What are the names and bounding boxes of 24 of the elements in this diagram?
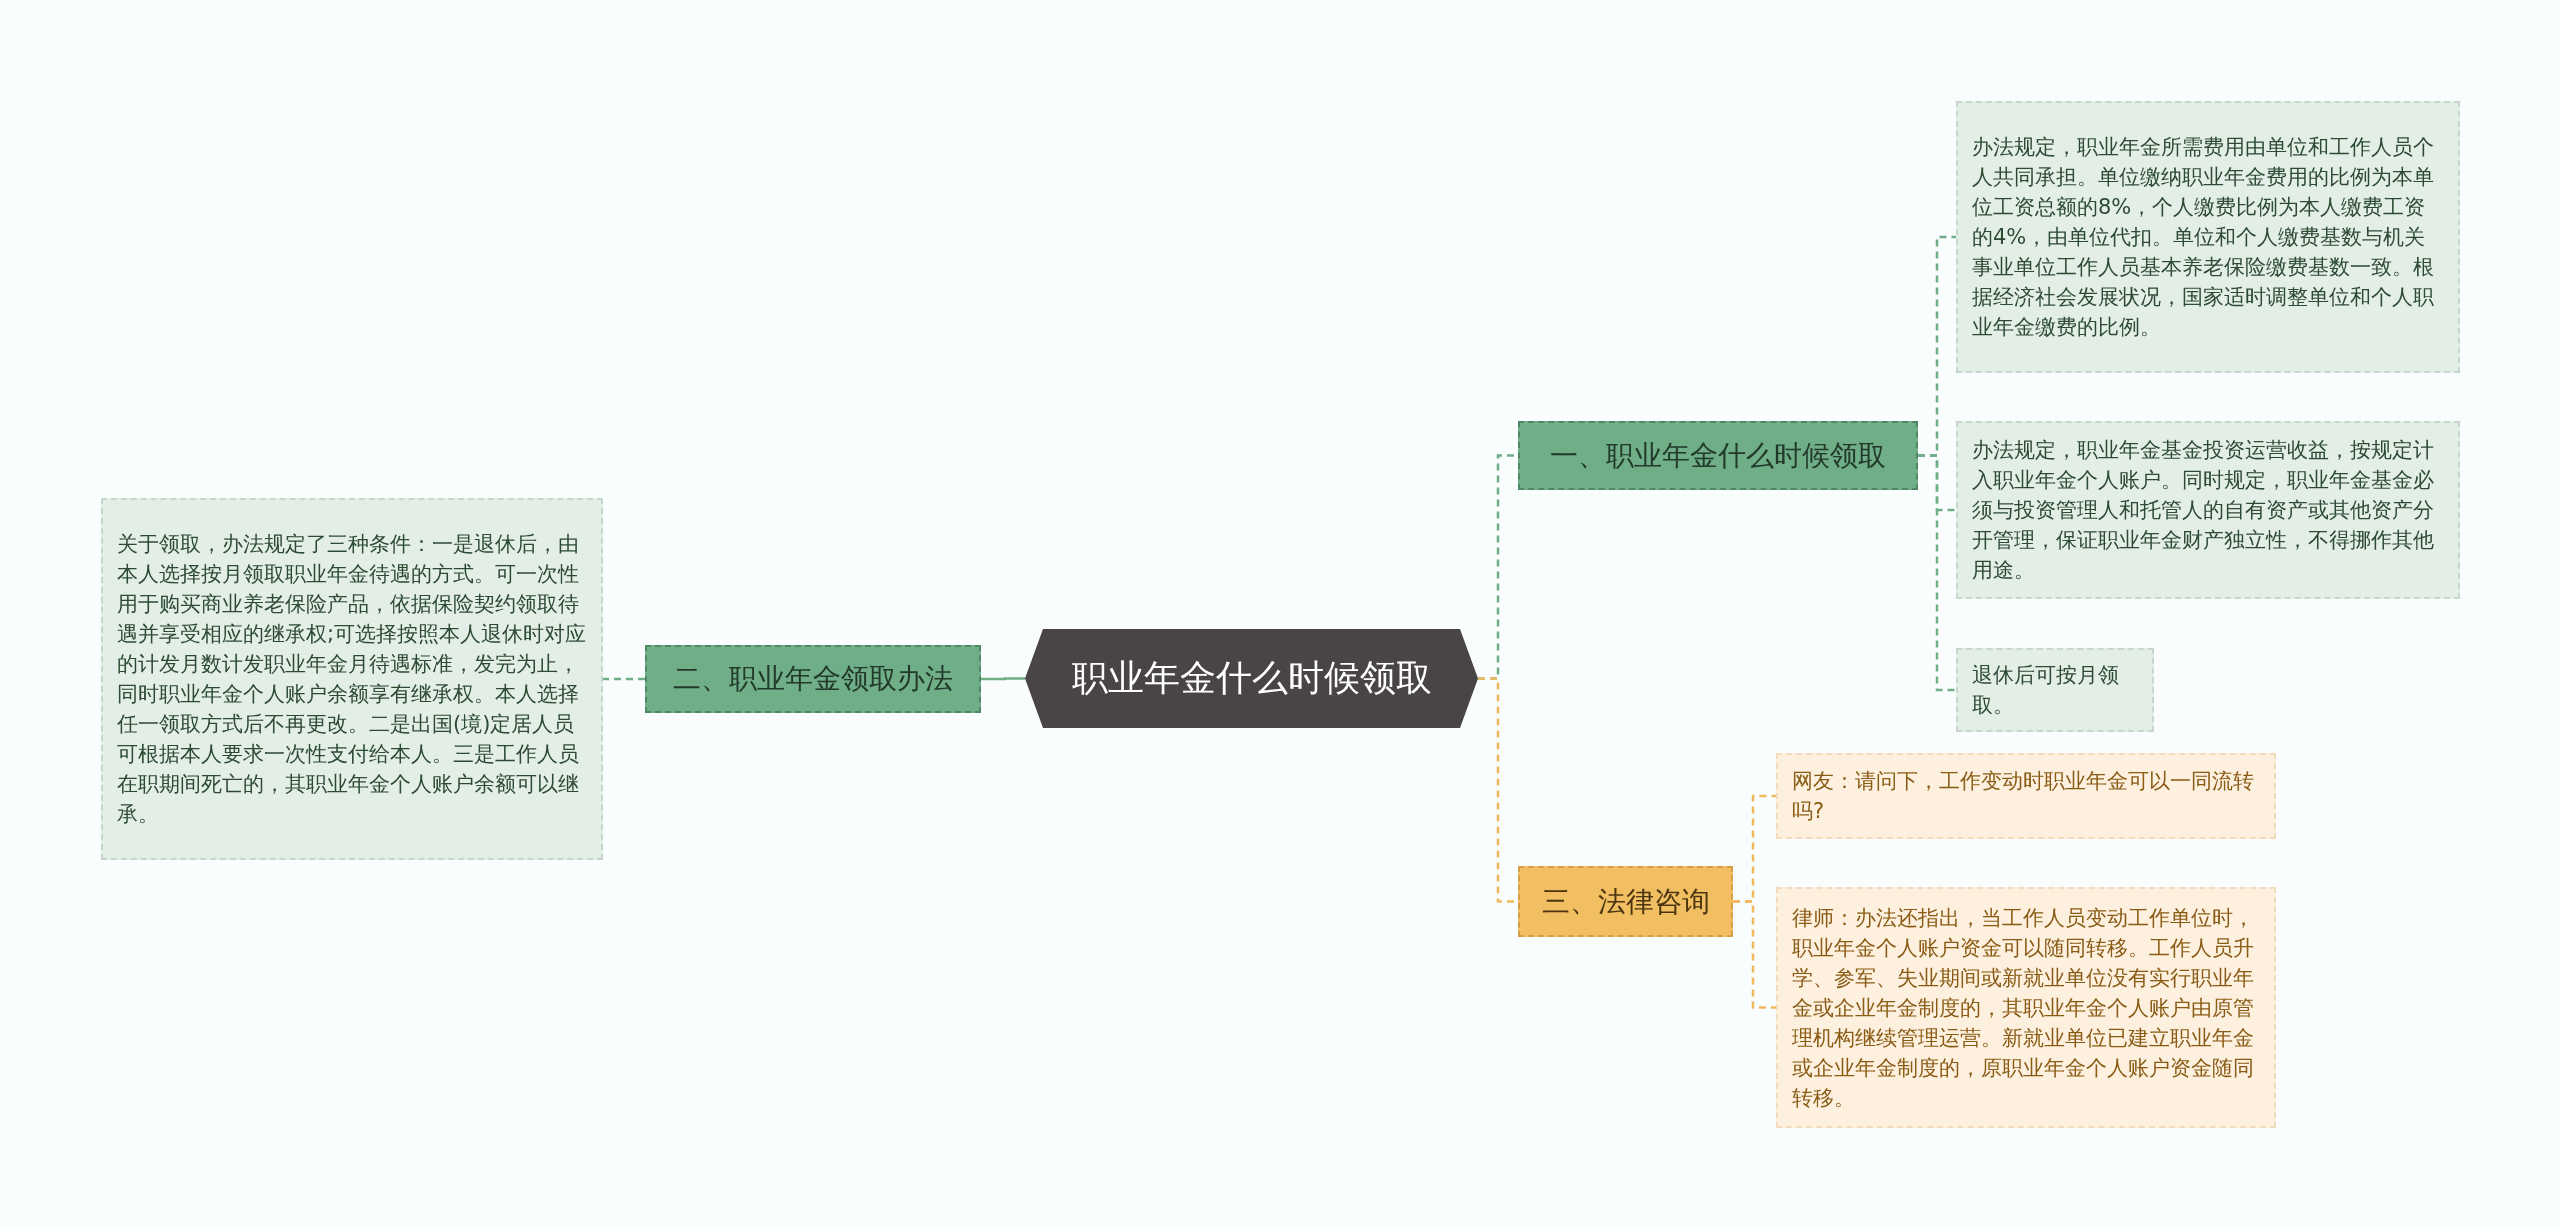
topic-title: 职业年金什么时候领取 (1071, 656, 1432, 700)
connector-line (603, 677, 645, 681)
note-box (1956, 101, 2460, 373)
note-text: 律师：办法还指出，当工作人员变动工作单位时，职业年金个人账户资金可以随同转移。工作人员升学、参军、失业期间或新就业单位没有实行职业年金或企业年金制度的，其职业年金个人账户由原管理机构继续管理运营。新就业单位已建立职业年金或企业年金制度的，原职业年金个人账户资金随同转移。 (1792, 904, 2255, 1112)
central-topic (1025, 629, 1478, 728)
note-text: 退休后可按月领取。 (1972, 662, 2120, 719)
note-box (101, 498, 603, 860)
note-text: 办法规定，职业年金所需费用由单位和工作人员个人共同承担。单位缴纳职业年金费用的比例为本单位工资总额的8%，个人缴费比例为本人缴费工资的4%，由单位代扣。单位和个人缴费基数与机关事业单位工作人员基本养老保险缴费基数一致。根据经济社会发展状况，国家适时调整单位和个人职业年金缴费的比例。 (1972, 134, 2435, 341)
connector-line (1918, 454, 1956, 692)
note-box (1956, 648, 2154, 732)
note-box (1776, 887, 2276, 1128)
note-text: 网友：请问下，工作变动时职业年金可以一同流转吗? (1792, 768, 2255, 825)
topic-label: 三、法律咨询 (1541, 883, 1710, 920)
topic-box (1518, 421, 1918, 490)
connector-line (981, 677, 1025, 681)
topic-box (1518, 866, 1733, 937)
note-text: 关于领取，办法规定了三种条件：一是退休后，由本人选择按月领取职业年金待遇的方式。可一次性用于购买商业养老保险产品，依据保险契约领取待遇并享受相应的继承权;可选择按照本人退休时对应的计发月数计发职业年金月待遇标准，发完为止，同时职业年金个人账户余额享有继承权。本人选择任一领取方式后不再更改。二是出国(境)定居人员可根据本人要求一次性支付给本人。三是工作人员在职期间死亡的，其职业年金个人账户余额可以继承。 (117, 531, 587, 828)
note-text: 办法规定，职业年金基金投资运营收益，按规定计入职业年金个人账户。同时规定，职业年金基金必须与投资管理人和托管人的自有资产或其他资产分开管理，保证职业年金财产独立性，不得挪作其他用途。 (1972, 437, 2435, 584)
topic-label: 一、职业年金什么时候领取 (1550, 437, 1886, 474)
topic-label: 二、职业年金领取办法 (673, 661, 953, 697)
connector-line (1733, 900, 1776, 1009)
note-box (1776, 753, 2276, 839)
topic-box (645, 645, 981, 713)
note-box (1956, 421, 2460, 599)
